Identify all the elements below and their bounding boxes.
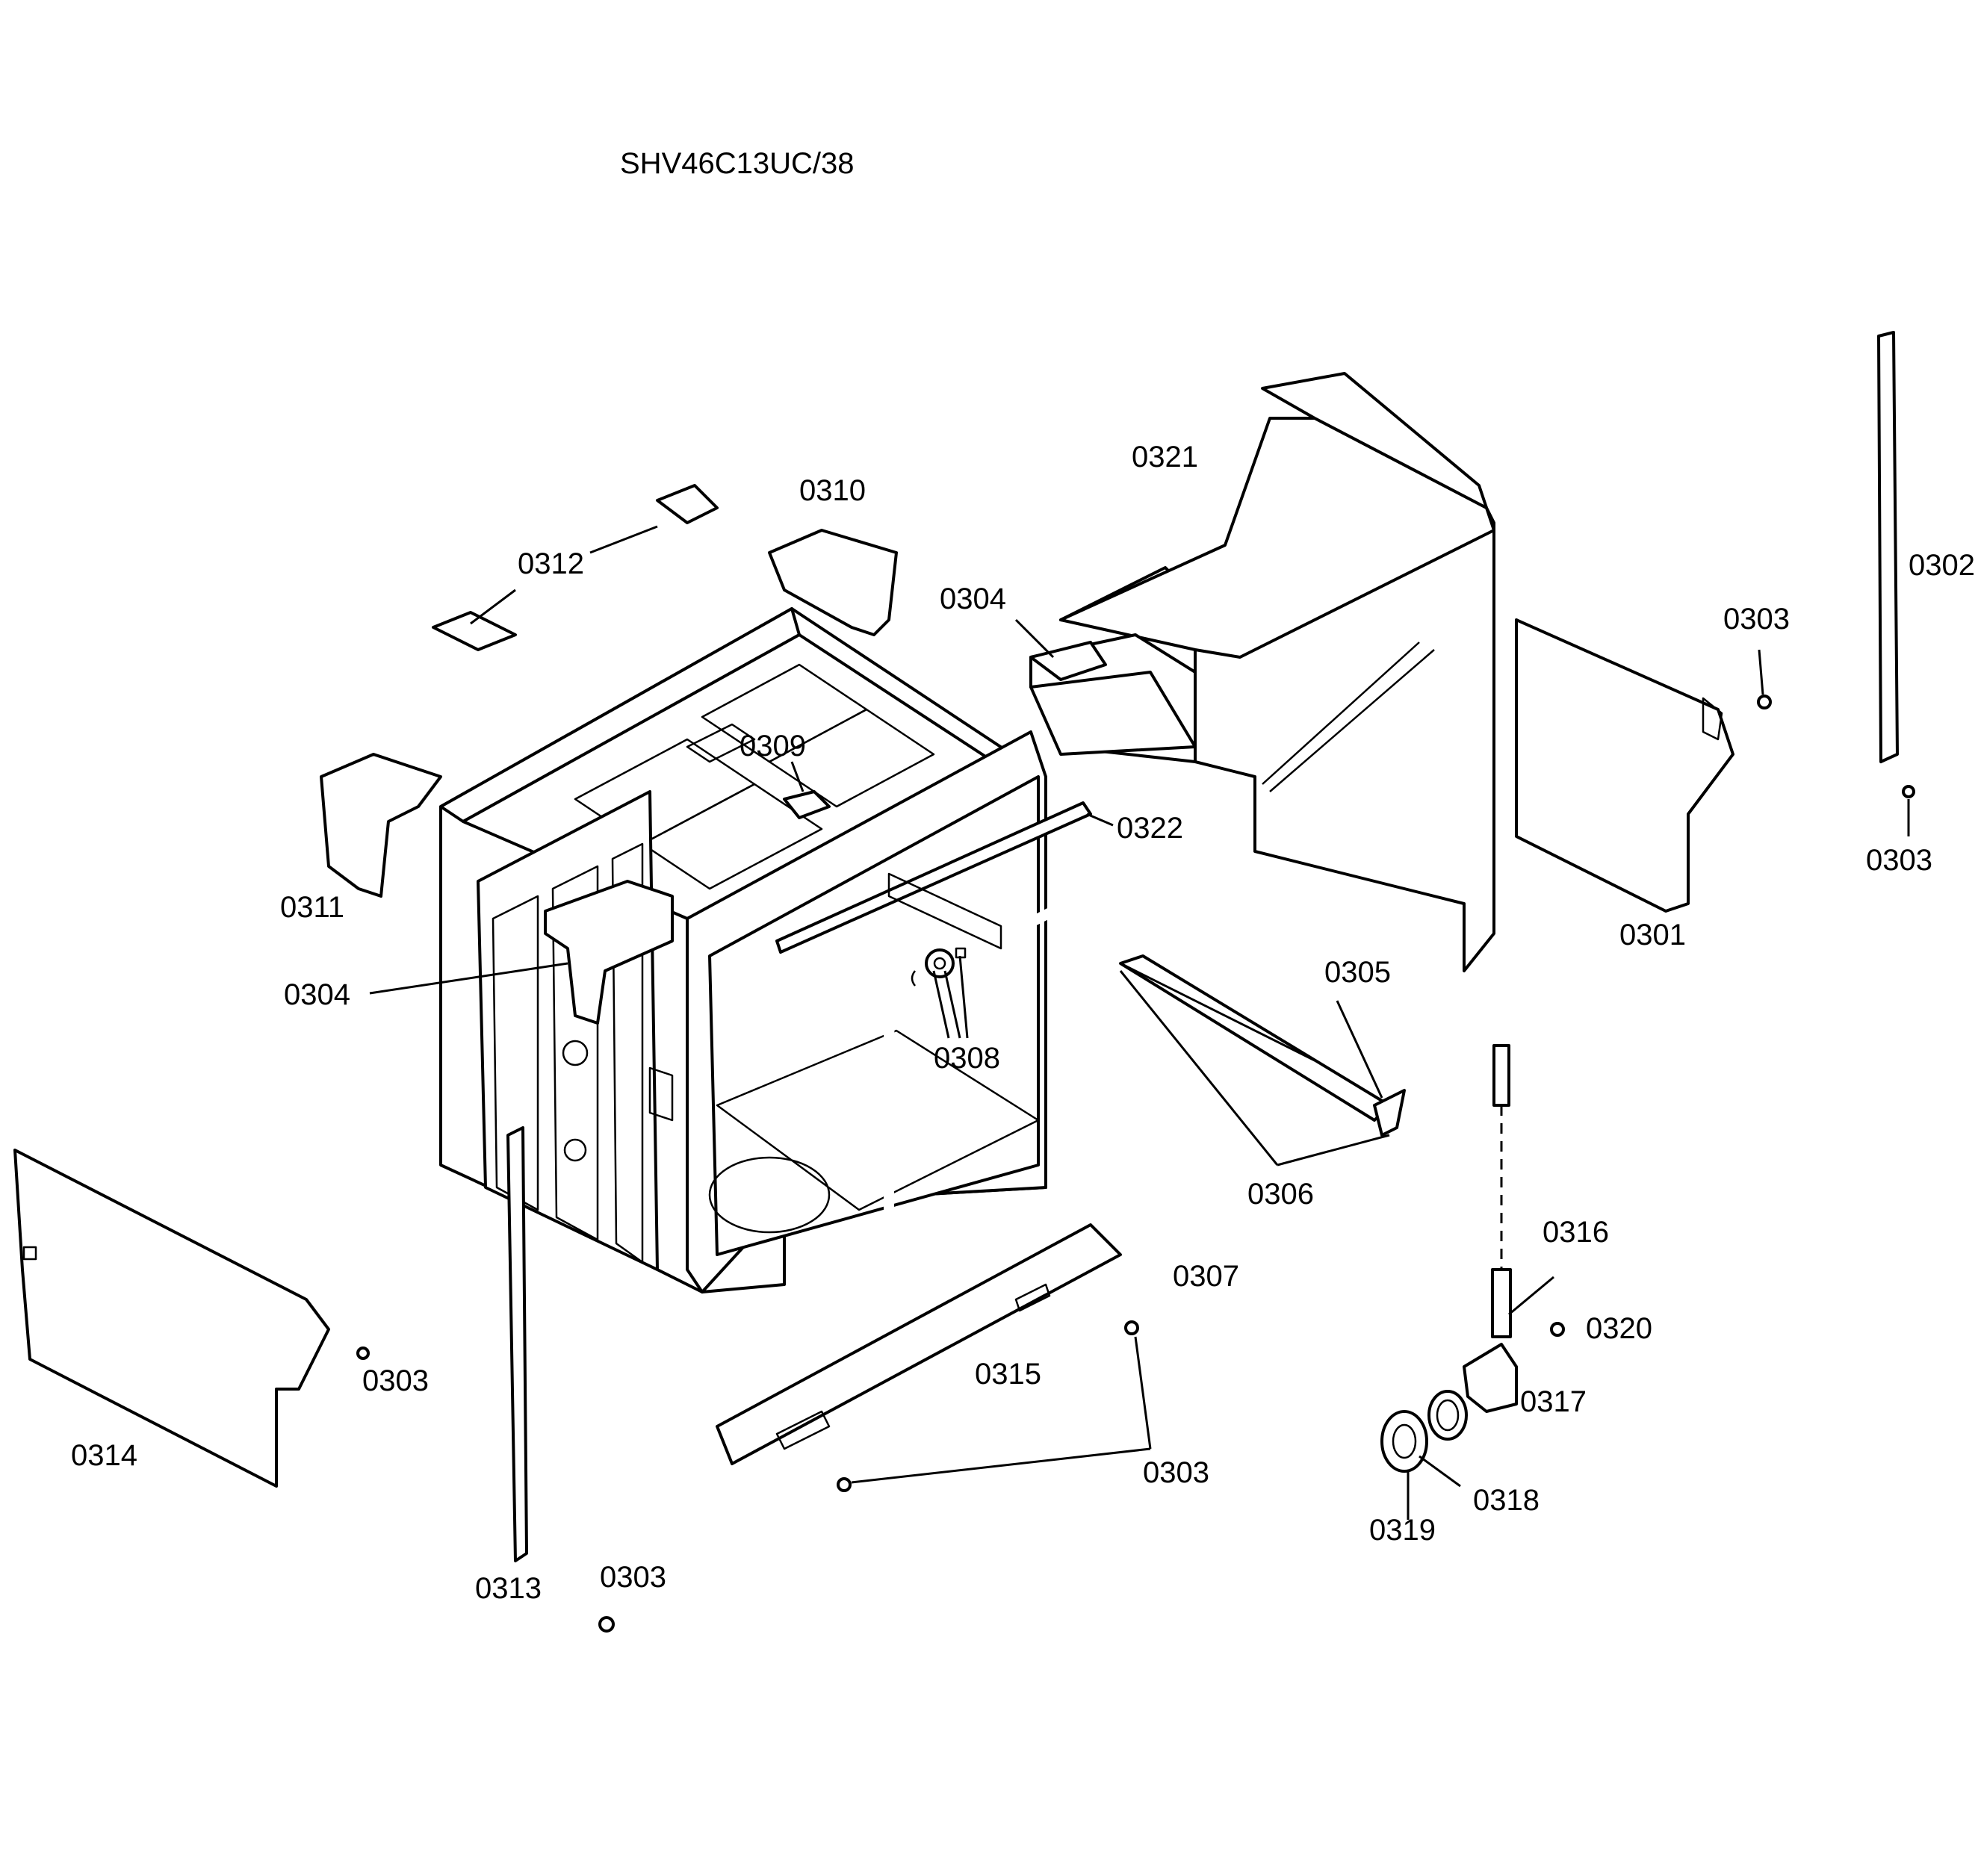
label-0305: 0305 bbox=[1324, 956, 1391, 989]
label-0308: 0308 bbox=[934, 1042, 1000, 1075]
label-0319: 0319 bbox=[1369, 1514, 1436, 1547]
part-0321-insulation-cover bbox=[1029, 372, 1495, 972]
label-0320: 0320 bbox=[1586, 1312, 1652, 1345]
label-0318: 0318 bbox=[1473, 1484, 1540, 1517]
tub-assembly bbox=[439, 607, 1047, 1293]
part-0322-top-rail bbox=[775, 801, 1092, 954]
part-0309-clip bbox=[783, 790, 831, 819]
label-0307: 0307 bbox=[1173, 1260, 1239, 1293]
label-0304-left: 0304 bbox=[284, 978, 350, 1011]
label-0316: 0316 bbox=[1543, 1216, 1609, 1249]
part-0315-kick-plate bbox=[716, 1223, 1122, 1465]
label-0302: 0302 bbox=[1909, 549, 1975, 582]
label-0301: 0301 bbox=[1619, 919, 1686, 951]
part-0310-bracket bbox=[768, 529, 898, 636]
label-0303-left: 0303 bbox=[362, 1364, 429, 1397]
part-0302-strip bbox=[1877, 331, 1899, 763]
label-0322: 0322 bbox=[1117, 812, 1183, 845]
label-0317: 0317 bbox=[1520, 1385, 1587, 1418]
label-0309: 0309 bbox=[740, 730, 806, 762]
model-number: SHV46C13UC/38 bbox=[620, 147, 855, 180]
label-0321: 0321 bbox=[1132, 441, 1198, 473]
leader-lines bbox=[369, 525, 1910, 1520]
label-0303-bottom: 0303 bbox=[1143, 1456, 1209, 1489]
part-0301-side-panel bbox=[1515, 618, 1734, 913]
label-0314: 0314 bbox=[71, 1439, 137, 1472]
drain-assembly bbox=[1380, 1044, 1518, 1473]
part-0314-toe-panel bbox=[13, 1149, 330, 1488]
label-0303-bottom-left: 0303 bbox=[600, 1561, 666, 1594]
label-0303-right: 0303 bbox=[1866, 844, 1932, 877]
part-0313-strip bbox=[506, 1126, 528, 1562]
screws-0303 bbox=[356, 695, 1915, 1633]
label-0303-right-top: 0303 bbox=[1723, 603, 1790, 636]
label-0311: 0311 bbox=[280, 891, 344, 924]
label-0304-top: 0304 bbox=[940, 583, 1006, 615]
part-0312-brackets bbox=[432, 484, 719, 651]
label-0313: 0313 bbox=[475, 1572, 542, 1605]
label-0306: 0306 bbox=[1247, 1178, 1314, 1211]
part-0304-bracket bbox=[544, 641, 1107, 1025]
label-0315: 0315 bbox=[975, 1358, 1041, 1391]
label-0310: 0310 bbox=[799, 474, 866, 507]
callout-labels: 0321 0310 0312 0304 0309 0322 0311 0304 … bbox=[71, 441, 1975, 1605]
part-0311-bracket bbox=[320, 753, 442, 898]
label-0312: 0312 bbox=[518, 547, 584, 580]
